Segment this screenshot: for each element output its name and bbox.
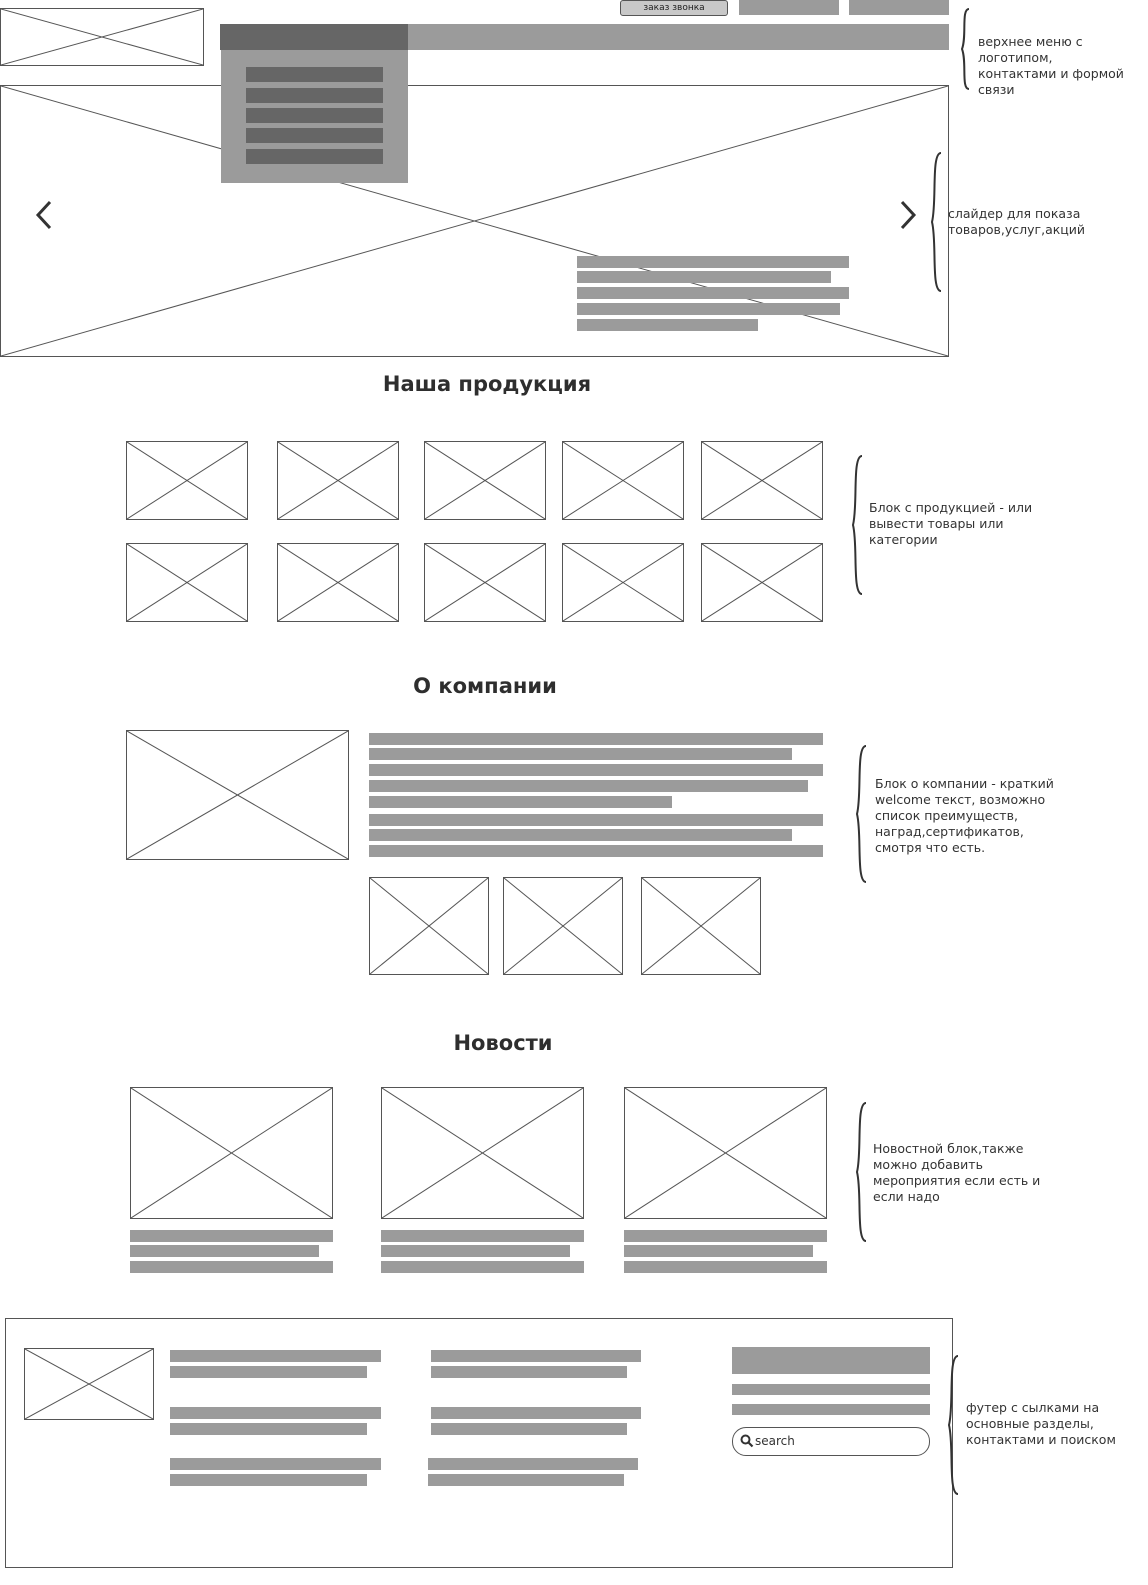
product-card-image[interactable]	[562, 441, 684, 520]
note-about: Блок о компании - краткий welcome текст,…	[875, 776, 1054, 855]
chevron-right-icon[interactable]	[898, 200, 918, 230]
footer-link[interactable]	[428, 1474, 624, 1486]
product-card-image[interactable]	[701, 441, 823, 520]
slider-caption-line	[577, 271, 831, 283]
about-image	[126, 730, 349, 860]
footer-link[interactable]	[431, 1423, 627, 1435]
product-card-image[interactable]	[126, 543, 248, 622]
annotation-brace	[851, 455, 863, 595]
slider-caption-line	[577, 256, 849, 268]
news-text-line	[130, 1230, 333, 1242]
product-card-image[interactable]	[562, 543, 684, 622]
footer-link[interactable]	[170, 1350, 381, 1362]
dropdown-item[interactable]	[246, 149, 383, 164]
nav-item-active[interactable]	[220, 24, 408, 50]
annotation-brace	[960, 8, 970, 90]
about-text-line	[369, 845, 823, 857]
news-image[interactable]	[381, 1087, 584, 1219]
footer-link[interactable]	[170, 1407, 381, 1419]
footer-contact-line	[732, 1384, 930, 1395]
certificate-image[interactable]	[369, 877, 489, 975]
note-footer: футер с сылками на основные разделы, кон…	[966, 1400, 1116, 1447]
note-slider: слайдер для показа товаров,услуг,акций	[948, 206, 1086, 237]
annotation-brace	[930, 152, 942, 292]
news-text-line	[130, 1261, 333, 1273]
search-placeholder: search	[755, 1434, 795, 1448]
news-image[interactable]	[130, 1087, 333, 1219]
news-text-line	[624, 1230, 827, 1242]
search-icon	[740, 1434, 754, 1448]
certificate-image[interactable]	[503, 877, 623, 975]
certificate-image[interactable]	[641, 877, 761, 975]
product-card-image[interactable]	[277, 543, 399, 622]
about-text-line	[369, 733, 823, 745]
section-title-about: О компании	[413, 674, 557, 698]
about-text-line	[369, 796, 672, 808]
footer-logo-placeholder[interactable]	[24, 1348, 154, 1420]
section-title-news: Новости	[453, 1031, 553, 1055]
news-text-line	[130, 1245, 319, 1257]
footer-link[interactable]	[170, 1474, 367, 1486]
news-image[interactable]	[624, 1087, 827, 1219]
chevron-left-icon[interactable]	[34, 200, 54, 230]
footer-link[interactable]	[431, 1350, 641, 1362]
news-text-line	[624, 1261, 827, 1273]
note-news: Новостной блок,также можно добавить меро…	[873, 1141, 1041, 1204]
slider-caption-line	[577, 319, 758, 331]
section-title-products: Наша продукция	[382, 372, 592, 396]
note-products: Блок с продукцией - или вывести товары и…	[869, 500, 1033, 547]
product-card-image[interactable]	[424, 441, 546, 520]
news-text-line	[381, 1245, 570, 1257]
note-header: верхнее меню с логотипом, контактами и ф…	[978, 34, 1124, 97]
contact-email-block	[849, 0, 949, 15]
logo-placeholder[interactable]	[0, 8, 204, 66]
about-text-line	[369, 814, 823, 826]
footer-link[interactable]	[170, 1366, 367, 1378]
annotation-brace	[855, 1102, 867, 1242]
footer-link[interactable]	[170, 1458, 381, 1470]
slider-caption-line	[577, 303, 840, 315]
product-card-image[interactable]	[126, 441, 248, 520]
about-text-line	[369, 764, 823, 776]
footer-link[interactable]	[431, 1407, 641, 1419]
contact-phone-block	[739, 0, 839, 15]
about-text-line	[369, 748, 792, 760]
footer-link[interactable]	[431, 1366, 627, 1378]
footer-contact-header	[732, 1347, 930, 1374]
footer-contact-line	[732, 1404, 930, 1415]
slider-image	[0, 85, 949, 357]
dropdown-item[interactable]	[246, 128, 383, 143]
callback-button[interactable]: заказ звонка	[620, 0, 728, 16]
news-text-line	[381, 1261, 584, 1273]
news-text-line	[624, 1245, 813, 1257]
footer-search-input[interactable]: search	[732, 1427, 930, 1456]
footer-link[interactable]	[170, 1423, 367, 1435]
product-card-image[interactable]	[424, 543, 546, 622]
dropdown-item[interactable]	[246, 108, 383, 123]
dropdown-item[interactable]	[246, 67, 383, 82]
product-card-image[interactable]	[701, 543, 823, 622]
news-text-line	[381, 1230, 584, 1242]
about-text-line	[369, 780, 808, 792]
annotation-brace	[947, 1355, 959, 1495]
about-text-line	[369, 829, 792, 841]
footer-link[interactable]	[428, 1458, 638, 1470]
dropdown-item[interactable]	[246, 88, 383, 103]
product-card-image[interactable]	[277, 441, 399, 520]
slider-caption-line	[577, 287, 849, 299]
annotation-brace	[855, 745, 867, 883]
